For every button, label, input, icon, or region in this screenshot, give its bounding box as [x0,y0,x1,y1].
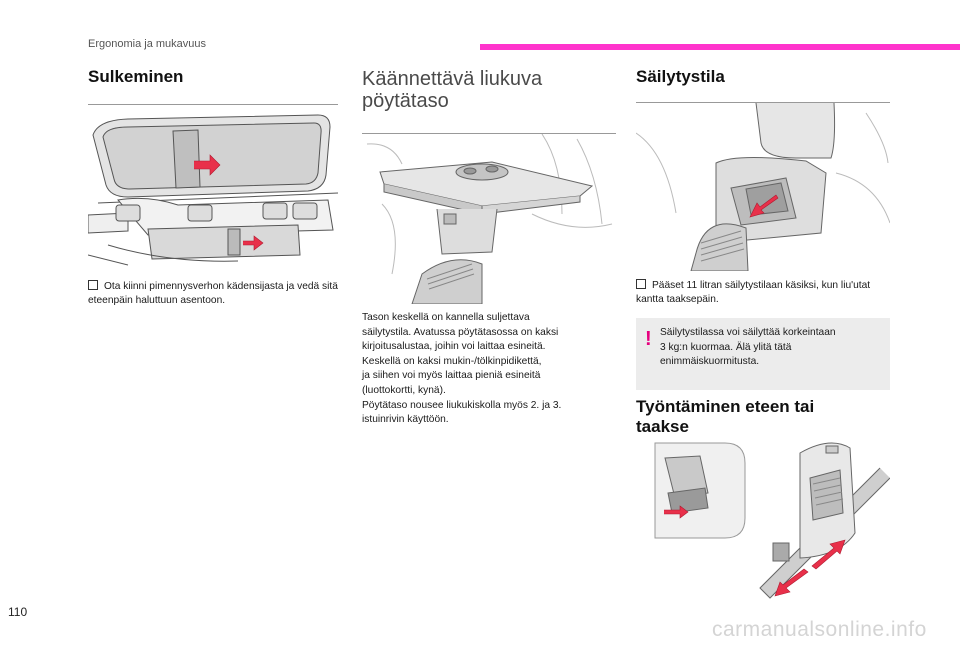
warning-line: 3 kg:n kuormaa. Älä ylitä tätä [660,341,792,353]
heading-line-1: Työntäminen eteen tai [636,397,815,416]
heading-line-1: Käännettävä liukuva [362,68,543,90]
paragraph-line: istuinrivin käyttöön. [362,414,449,426]
warning-text: Säilytystilassa voi säilyttää korkeintaa… [660,326,836,370]
heading-table: Käännettävä liukuva pöytätaso [362,68,542,112]
table-description: Tason keskellä on kannella suljettava sä… [362,311,561,428]
paragraph-line: kirjoitusalustaa, joihin voi laittaa esi… [362,341,546,353]
heading-slide: Työntäminen eteen tai taakse [636,397,814,437]
figure-table [362,133,616,305]
bullet-open-storage: Pääset 11 litran säilytystilaan käsiksi,… [636,279,892,307]
warning-box: ! Säilytystilassa voi säilyttää korkeint… [636,318,890,390]
paragraph-line: säilytystila. Avatussa pöytätasossa on k… [362,326,559,338]
bullet-text: Ota kiinni pimennysverhon kädensijasta j… [88,281,338,306]
checkbox-marker-icon [636,279,646,289]
heading-line-2: taakse [636,417,689,436]
paragraph-line: Keskellä on kaksi mukin-/tölkinpidikettä… [362,355,542,367]
warning-line: Säilytystilassa voi säilyttää korkeintaa… [660,327,836,338]
paragraph-line: Pöytätaso nousee liukukiskolla myös 2. j… [362,399,562,411]
heading-storage: Säilytystila [636,67,725,86]
checkbox-marker-icon [88,280,98,290]
section-accent-bar [480,44,960,50]
warning-icon: ! [645,328,652,350]
paragraph-line: Tason keskellä on kannella suljettava [362,312,530,323]
paragraph-line: (luottokortti, kynä). [362,384,446,396]
warning-line: enimmäiskuormitusta. [660,356,760,368]
heading-sulkeminen: Sulkeminen [88,67,184,86]
heading-line-2: pöytätaso [362,90,449,112]
sunshade-illustration [87,114,339,266]
bullet-text: Pääset 11 litran säilytystilaan käsiksi,… [636,280,871,305]
storage-illustration [635,102,891,272]
figure-slide [640,438,891,600]
slide-illustration [654,442,891,599]
watermark: carmanualsonline.info [712,618,927,641]
table-illustration [366,133,613,305]
figure-storage [635,102,891,272]
page-number: 110 [8,605,28,619]
figure-sunshade [87,104,339,267]
paragraph-line: ja siihen voi myös laittaa pieniä esinei… [362,370,541,382]
section-label: Ergonomia ja mukavuus [88,38,207,50]
bullet-close-sunshade: Ota kiinni pimennysverhon kädensijasta j… [88,280,338,308]
